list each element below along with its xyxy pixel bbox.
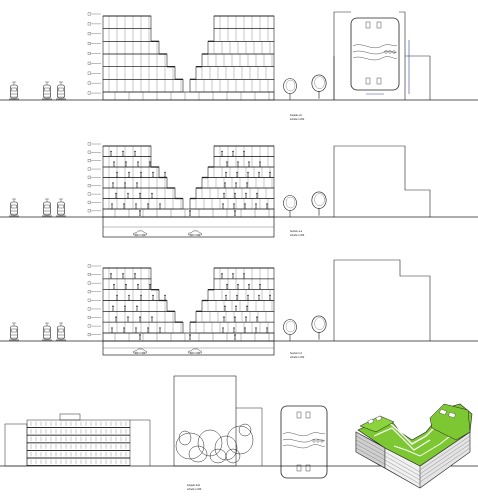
level-markers-3 [87,264,101,337]
facade-scale: échelle 1:200 [290,118,305,121]
tram-3-2 [55,322,67,341]
caption-facade-south: Façade Sud échelle 1:200 [187,484,202,491]
site-plan-bottom [280,405,328,479]
tree-3-a [283,319,297,342]
drawing-rows [0,11,478,356]
facade-title: Façade est [290,114,302,117]
drawing-row-3 [0,259,478,356]
tram-2-0 [8,198,20,217]
south-facade-trees [175,423,254,464]
section-a-title: Section a-a [290,230,303,233]
drawing-row-2 [0,142,478,238]
level-markers-2 [87,142,101,213]
tree-2-b [311,191,327,216]
tree-3-b [311,315,327,340]
facade-south-scale: échelle 1:200 [187,488,202,491]
tree-2-a [283,195,297,218]
facade-south-title: Façade Sud [187,484,201,487]
tram-3-0 [8,322,20,341]
caption-section-b: Section b-b échelle 1:200 [290,352,305,359]
axonometric-view [355,403,473,489]
tram-1-1 [41,81,53,100]
caption-section-a: Section a-a échelle 1:200 [290,230,305,237]
car-2-b [188,230,202,237]
tram-1-2 [55,81,67,100]
tram-3-1 [41,322,53,341]
car-2-a [133,230,147,237]
tram-2-1 [41,198,53,217]
section-b-title: Section b-b [290,352,303,355]
section-b-scale: échelle 1:200 [290,356,305,359]
tree-1-a [283,78,297,101]
drawing-row-1 [0,12,478,101]
neighbor-building-1 [333,55,431,100]
level-markers-1 [87,12,101,95]
tram-1-0 [8,81,20,100]
car-3-a [133,348,147,355]
tram-2-2 [55,198,67,217]
car-3-b [188,348,202,355]
section-a-scale: échelle 1:200 [290,234,305,237]
caption-facade: Façade est échelle 1:200 [290,114,305,121]
site-plan-top [333,11,410,100]
neighbor-building-3 [333,259,431,341]
tree-1-b [311,74,327,99]
neighbor-building-2 [333,145,431,217]
